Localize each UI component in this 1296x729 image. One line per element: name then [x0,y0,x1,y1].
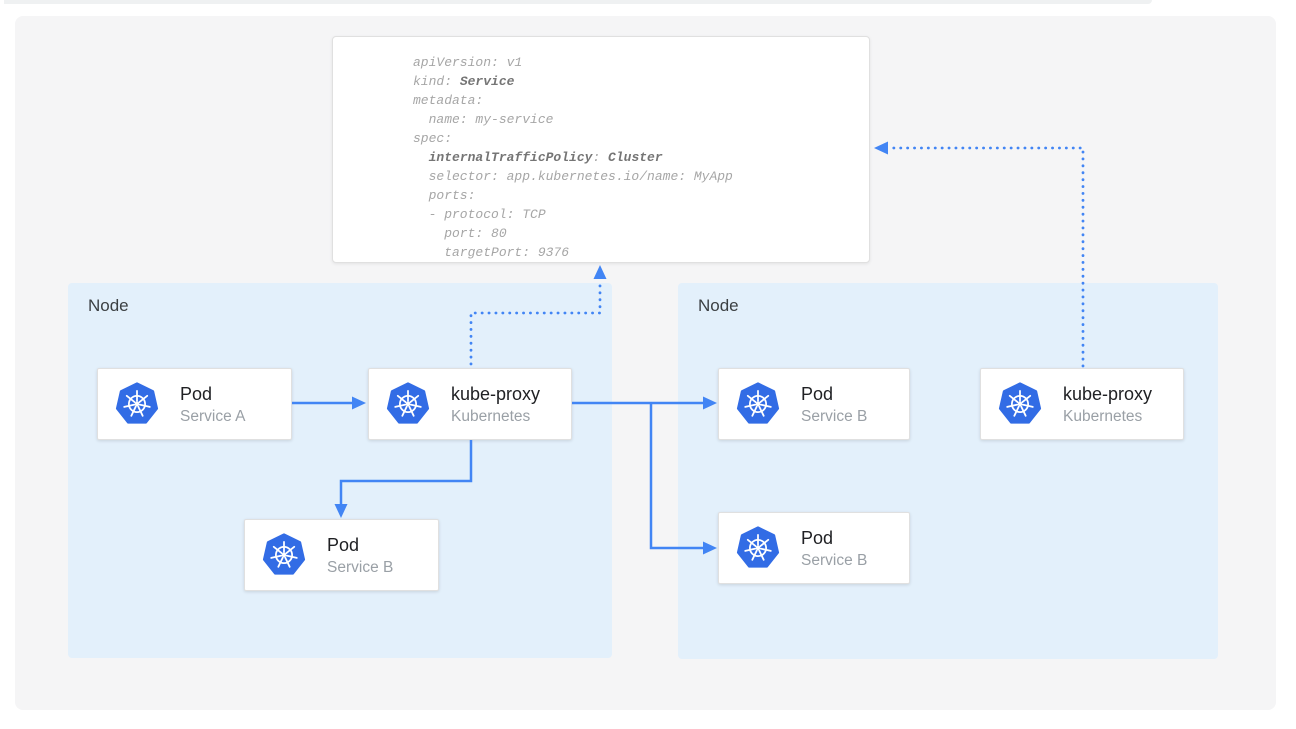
card-kube-proxy-left: kube-proxy Kubernetes [368,368,572,440]
node-label: Node [88,296,129,315]
node-label: Node [698,296,739,315]
kubernetes-icon [736,382,780,426]
yaml-code-line: - protocol: TCP [413,207,546,222]
yaml-code-line: spec: [413,131,453,146]
kubernetes-icon [386,382,430,426]
card-subtitle: Service A [180,407,246,425]
yaml-code-line: apiVersion: v1 [413,55,523,70]
card-title: kube-proxy [451,383,541,404]
yaml-code-line: port: 80 [413,226,507,241]
card-title: Pod [327,534,360,555]
node-box-left: Node [68,283,612,658]
yaml-code-line: targetPort: 9376 [413,245,570,260]
card-subtitle: Service B [327,558,394,576]
card-title: kube-proxy [1063,383,1153,404]
yaml-code-line: name: my-service [413,112,554,127]
kubernetes-icon [115,382,159,426]
kubernetes-icon [998,382,1042,426]
yaml-code: apiVersion: v1 kind: Service metadata: nam… [413,53,859,262]
card-pod-service-b-right-bottom: Pod Service B [718,512,910,584]
kubernetes-icon [262,533,306,577]
card-title: Pod [180,383,213,404]
card-subtitle: Kubernetes [451,407,531,425]
node-box-right: Node [678,283,1218,659]
card-pod-service-b-left: Pod Service B [244,519,439,591]
top-edge-strip [4,0,1152,4]
yaml-code-line: selector: app.kubernetes.io/name: MyApp [413,169,733,184]
card-subtitle: Service B [801,551,868,569]
yaml-code-line: internalTrafficPolicy: Cluster [428,150,663,165]
card-kube-proxy-right: kube-proxy Kubernetes [980,368,1184,440]
card-pod-service-a: Pod Service A [97,368,292,440]
yaml-code-line: metadata: [413,93,484,108]
card-title: Pod [801,527,834,548]
service-yaml-panel: apiVersion: v1 kind: Service metadata: nam… [332,36,870,263]
yaml-code-line: kind: Service [413,74,515,89]
card-subtitle: Service B [801,407,868,425]
yaml-code-line: ports: [413,188,476,203]
card-title: Pod [801,383,834,404]
card-subtitle: Kubernetes [1063,407,1143,425]
kubernetes-icon [736,526,780,570]
card-pod-service-b-right-top: Pod Service B [718,368,910,440]
